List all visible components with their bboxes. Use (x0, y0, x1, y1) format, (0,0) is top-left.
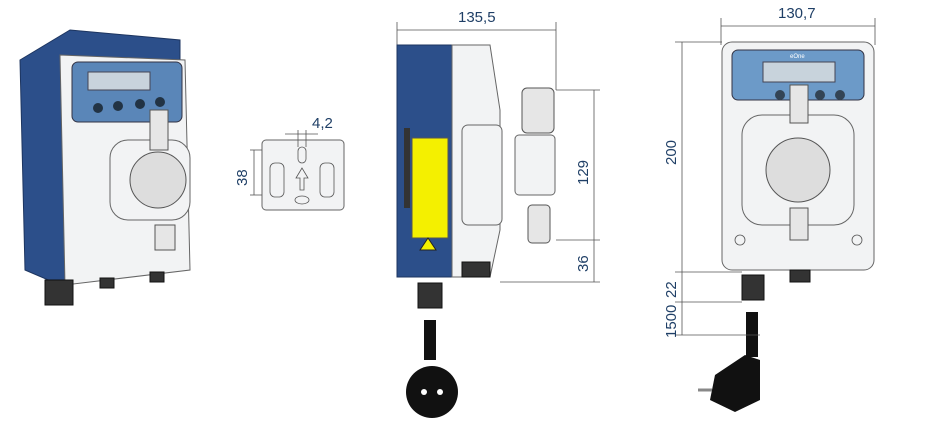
pump-head-side (461, 124, 503, 226)
schuko-plug-side (710, 355, 760, 412)
dim-front-width: 130,7 (778, 5, 816, 22)
dim-foot: 22 (663, 281, 680, 298)
button (113, 101, 123, 111)
screw (734, 234, 746, 246)
button (155, 97, 165, 107)
valve-bottom (789, 207, 809, 241)
cable (746, 312, 758, 357)
schuko-plug-front (406, 366, 458, 418)
electric-hazard-icon (419, 237, 437, 251)
connector (789, 269, 811, 283)
slot-hole (269, 162, 285, 198)
mounting-plate (261, 139, 345, 211)
slot-hole (319, 162, 335, 198)
warning-label (411, 137, 449, 239)
pump-front-view: 130,7 eOne 200 22 1500 (663, 5, 876, 412)
button-down (775, 90, 785, 100)
pump-side-view: 135,5 129 36 (396, 9, 600, 418)
screw (851, 234, 863, 246)
valve-bottom (154, 224, 176, 251)
cable-gland (44, 279, 74, 306)
display (87, 71, 151, 91)
dim-cable-length: 1500 (663, 305, 680, 338)
valve-top (149, 109, 169, 151)
button (135, 99, 145, 109)
arrow-up-icon (295, 167, 309, 191)
dim-side-upper: 129 (575, 160, 592, 185)
button-right (835, 90, 845, 100)
dim-side-width: 135,5 (458, 9, 496, 26)
valve-top (521, 87, 555, 134)
button-left (815, 90, 825, 100)
display (762, 61, 836, 83)
pump-perspective-view (19, 29, 191, 306)
connector (99, 277, 115, 289)
dim-plate-height: 38 (234, 169, 251, 186)
dim-hole-spacing: 4,2 (312, 115, 333, 132)
pump-head-cover (129, 151, 187, 209)
cable (424, 320, 436, 360)
dim-side-lower: 36 (575, 255, 592, 272)
dim-front-height: 200 (663, 140, 680, 165)
pump-head-cover (765, 137, 831, 203)
mounting-plate-view: 4,2 38 (234, 115, 345, 211)
slot-hole (294, 195, 310, 205)
side-grip (404, 128, 410, 208)
slot-hole (297, 146, 307, 164)
brand-label: eOne (790, 54, 805, 60)
pump-head-side-inner (514, 134, 556, 196)
button (93, 103, 103, 113)
cable-gland (741, 274, 765, 301)
cable-gland (417, 282, 443, 309)
connector (461, 261, 491, 278)
connector (149, 271, 165, 283)
valve-bottom (527, 204, 551, 244)
valve-top (789, 84, 809, 124)
